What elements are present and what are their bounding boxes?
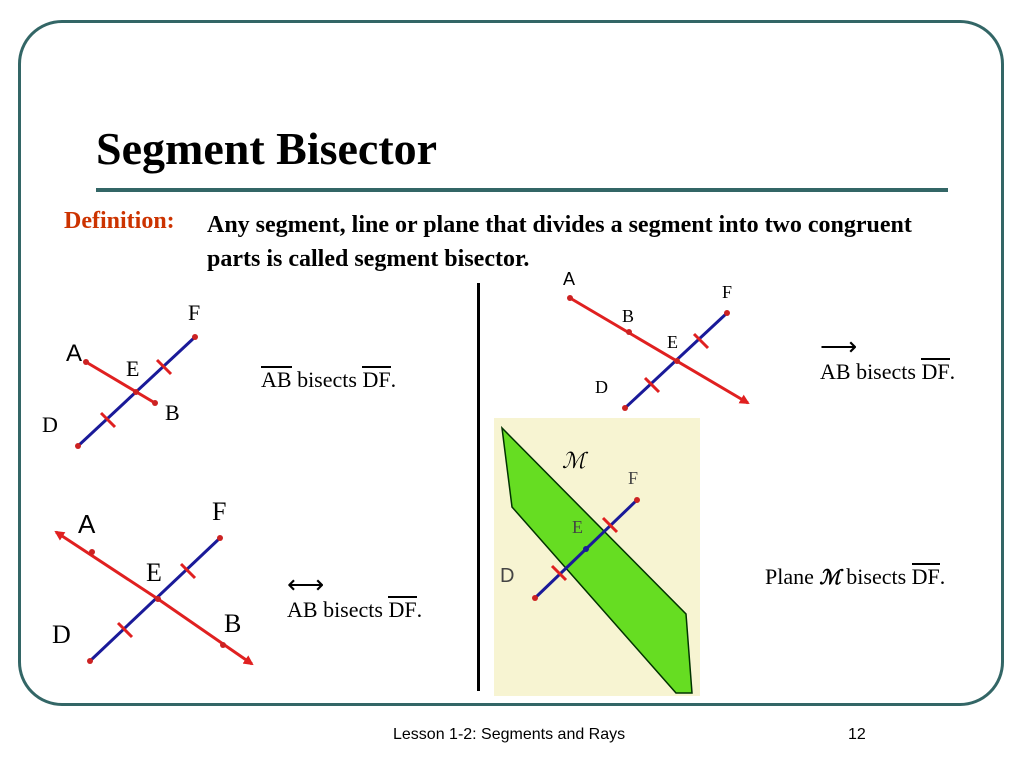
label-d: D (595, 377, 608, 397)
definition-label: Definition: (64, 208, 175, 234)
statement-line: ⟷ AB bisects DF. (287, 572, 423, 623)
segment-df-notation: DF (388, 596, 417, 622)
statement-segment: AB bisects DF. (261, 366, 396, 393)
bisects-text: bisects (323, 597, 383, 622)
period: . (390, 367, 397, 392)
point-b (220, 642, 226, 648)
label-e: E (667, 332, 678, 352)
page-number: 12 (848, 726, 866, 743)
tick-mark (179, 562, 197, 580)
point-f (192, 334, 198, 340)
tick-mark (550, 564, 568, 582)
figure-line: A F E B D (52, 497, 254, 666)
point-d (532, 595, 538, 601)
ray-arrow-icon: ⟶ (820, 332, 858, 361)
label-b: B (622, 306, 634, 326)
point-a (89, 549, 95, 555)
label-a: A (563, 269, 575, 289)
bisects-text: bisects (846, 564, 907, 589)
point-d (75, 443, 81, 449)
point-d (622, 405, 628, 411)
figure-ray: A F B E D (563, 269, 750, 411)
point-b (626, 329, 632, 335)
label-d: D (42, 412, 58, 437)
point-e (674, 358, 680, 364)
slide-title: Segment Bisector (96, 123, 438, 174)
point-f (217, 535, 223, 541)
statement-ray: ⟶ AB bisects DF. (820, 334, 956, 385)
point-e (133, 389, 139, 395)
ray-ab-notation: ⟶ AB (820, 334, 857, 385)
tick-mark (601, 516, 619, 534)
label-e: E (126, 356, 139, 381)
point-a (83, 359, 89, 365)
segment-df (88, 536, 222, 663)
title-rule (96, 188, 948, 192)
line-ab-right (157, 597, 254, 666)
line-arrow-icon: ⟷ (287, 570, 325, 599)
bisects-text: bisects (856, 359, 916, 384)
point-a (567, 295, 573, 301)
statement-plane: Plane ℳ bisects DF. (765, 563, 945, 590)
point-d (87, 658, 93, 664)
label-f: F (212, 497, 226, 526)
label-d: D (500, 565, 514, 587)
period: . (416, 597, 423, 622)
label-f: F (188, 300, 200, 325)
label-e: E (572, 517, 583, 537)
label-a: A (66, 340, 82, 367)
line-ab-notation: ⟷ AB (287, 572, 324, 623)
footer-lesson: Lesson 1-2: Segments and Rays (393, 726, 626, 743)
segment-ab-notation: AB (261, 366, 292, 392)
label-f: F (628, 468, 638, 488)
point-e (583, 546, 589, 552)
label-plane-m: ℳ (562, 449, 589, 474)
plane-text: Plane (765, 564, 814, 589)
period: . (939, 564, 946, 589)
figure-segment: A F E B D (42, 300, 200, 449)
label-b: B (224, 609, 241, 638)
segment-df-notation: DF (911, 563, 940, 589)
segment-df-notation: DF (362, 366, 391, 392)
tick-mark (643, 376, 661, 394)
point-e (155, 596, 161, 602)
figure-plane: ℳ F E D (494, 418, 700, 696)
point-b (152, 400, 158, 406)
label-d: D (52, 620, 71, 649)
definition-text: Any segment, line or plane that divides … (207, 212, 912, 272)
segment-ab (85, 360, 156, 405)
tick-mark (155, 358, 173, 376)
label-e: E (146, 558, 162, 587)
line-ab-text: AB (287, 597, 318, 622)
label-f: F (722, 282, 732, 302)
bisects-text: bisects (297, 367, 357, 392)
ray-ab (569, 296, 750, 405)
label-b: B (165, 400, 180, 425)
point-f (724, 310, 730, 316)
line-ab-left (54, 530, 159, 601)
tick-mark (692, 332, 710, 350)
point-f (634, 497, 640, 503)
ray-ab-text: AB (820, 359, 851, 384)
segment-df-notation: DF (921, 358, 950, 384)
tick-mark (116, 621, 134, 639)
plane-m-symbol: ℳ (819, 565, 841, 589)
label-a: A (78, 509, 96, 539)
plane-m (500, 425, 693, 694)
tick-mark (99, 411, 117, 429)
slide-frame (18, 20, 1004, 706)
vertical-divider (477, 283, 480, 691)
period: . (949, 359, 956, 384)
